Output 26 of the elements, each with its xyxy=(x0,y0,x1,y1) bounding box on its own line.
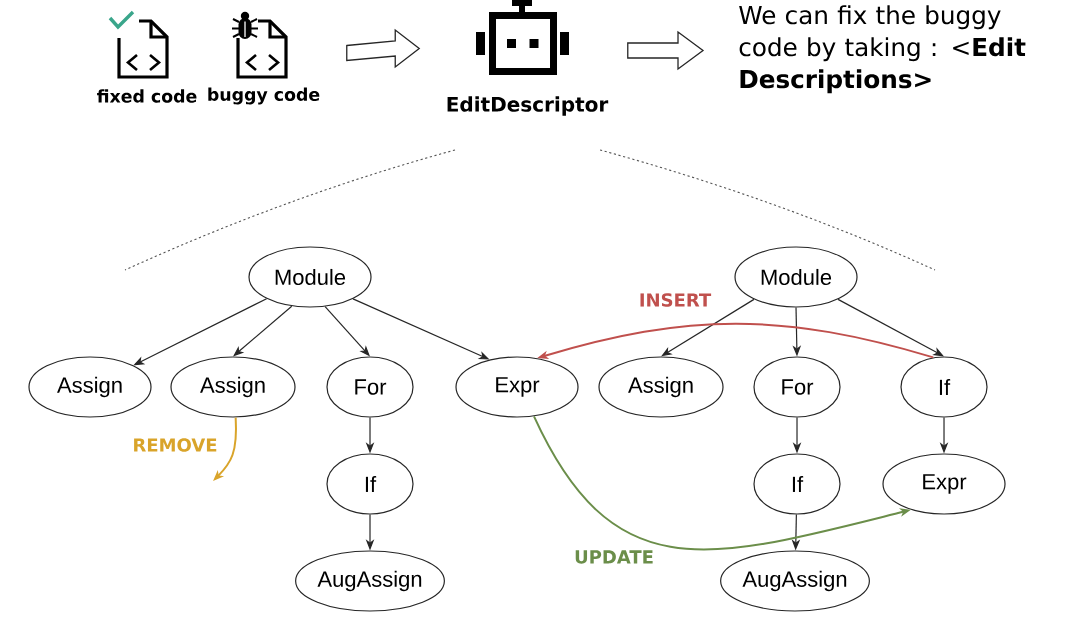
tree-node: Expr xyxy=(455,356,579,418)
tree-node: If xyxy=(326,453,414,515)
tree-node: If xyxy=(900,356,988,418)
icon-caption: fixed code xyxy=(97,89,197,103)
tree-node: Assign xyxy=(28,356,152,418)
tree-node: AugAssign xyxy=(720,550,870,612)
edge-label: UPDATE xyxy=(572,548,656,566)
tree-node: Module xyxy=(734,246,858,308)
tree-node: Assign xyxy=(170,356,296,418)
curved-arrow xyxy=(213,416,237,481)
block-arrow xyxy=(627,30,705,71)
edge-label: INSERT xyxy=(637,291,713,309)
description-text: We can fix the buggy code by taking : <Edit Descriptions> xyxy=(739,5,1026,94)
tree-node: For xyxy=(326,356,414,418)
icon-caption: EditDescriptor xyxy=(447,96,609,116)
tree-node: Expr xyxy=(882,453,1006,515)
block-arrow xyxy=(346,28,421,69)
tree-node: Assign xyxy=(598,356,724,418)
arrow xyxy=(661,298,755,357)
icon-caption: buggy code xyxy=(208,87,320,105)
edge-label: REMOVE xyxy=(130,436,220,454)
tree-node: Module xyxy=(248,246,372,308)
tree-node: AugAssign xyxy=(295,550,445,612)
tree-node: If xyxy=(753,453,841,515)
arrow xyxy=(837,298,944,357)
tree-node: For xyxy=(753,356,841,418)
